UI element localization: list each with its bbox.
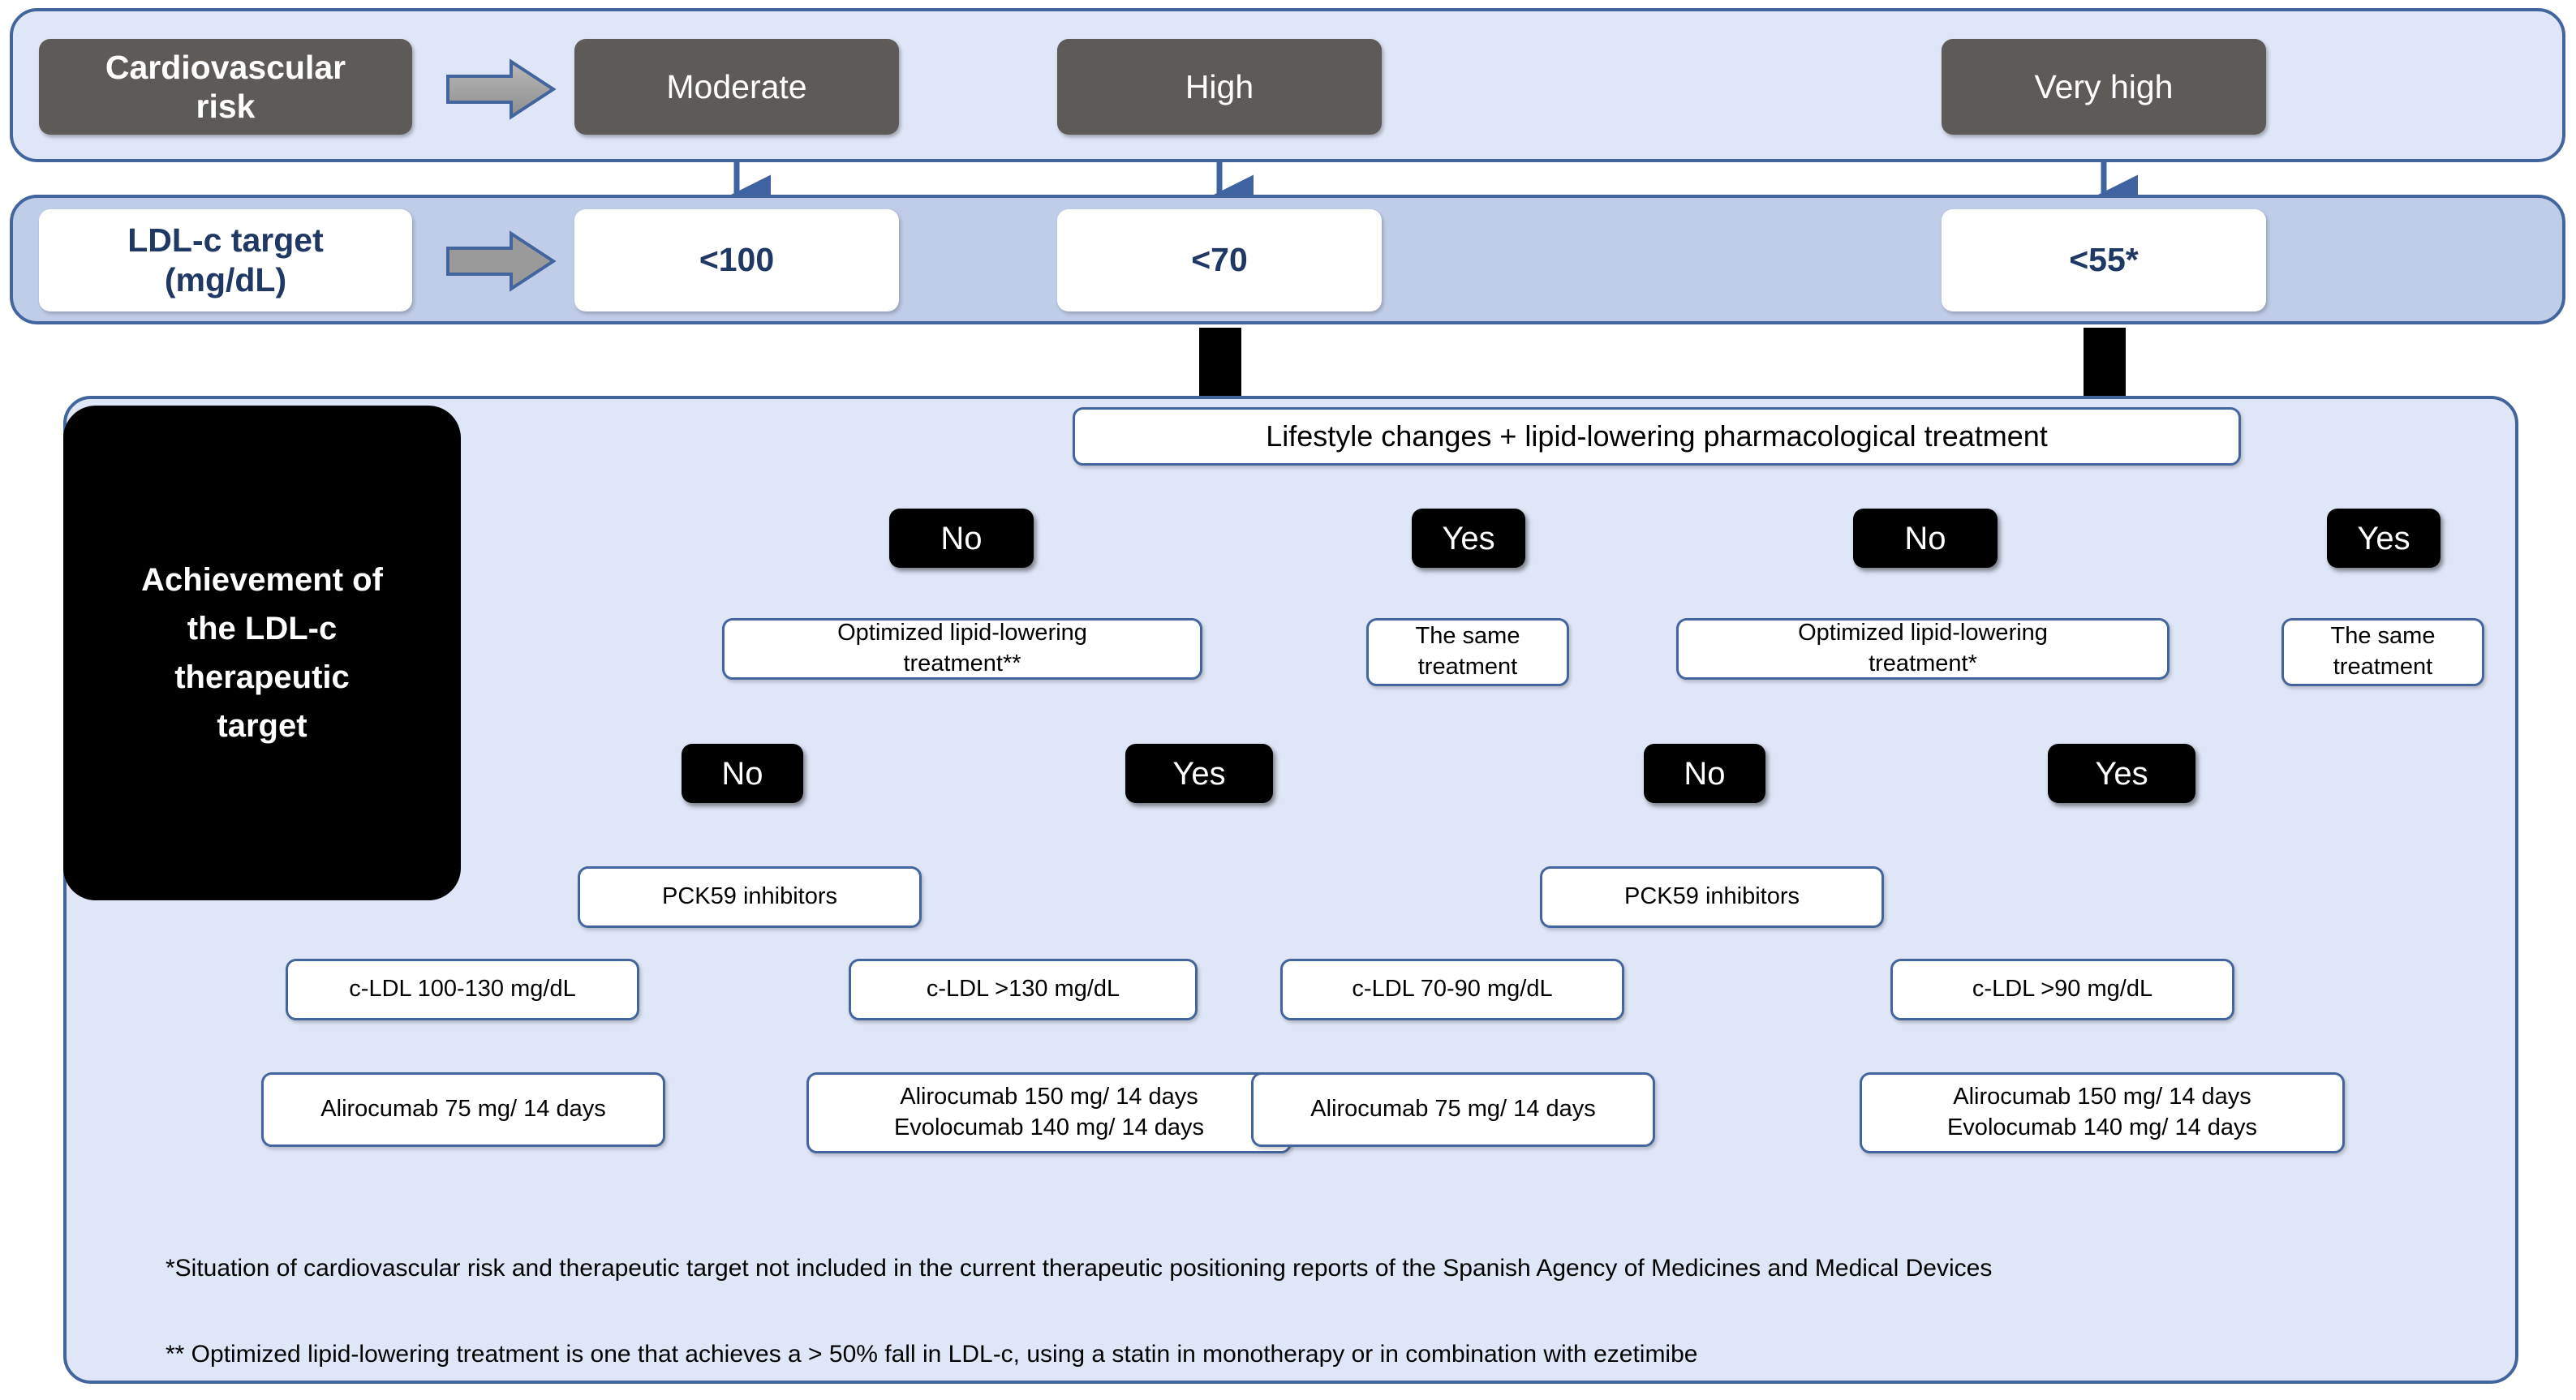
high-drug-high-line2: Evolocumab 140 mg/ 14 days	[893, 1114, 1205, 1140]
risk-label-line2: risk	[196, 88, 256, 125]
high-pck59-box: PCK59 inhibitors	[578, 866, 922, 928]
high-branch-answer-no-1[interactable]: No	[889, 509, 1034, 568]
ldl-target-moderate[interactable]: <100	[574, 209, 899, 311]
ldl-target-high[interactable]: <70	[1057, 209, 1382, 311]
high-drug-low-box: Alirocumab 75 mg/ 14 days	[261, 1072, 665, 1147]
veryhigh-drug-high-box: Alirocumab 150 mg/ 14 days Evolocumab 14…	[1860, 1072, 2345, 1153]
achievement-decision-box: Achievement of the LDL-c therapeutic tar…	[63, 406, 461, 900]
high-branch-answer-yes-2[interactable]: Yes	[1125, 744, 1273, 803]
veryhigh-optimized-line1: Optimized lipid-lowering	[1798, 620, 2048, 646]
veryhigh-optimized-line2: treatment*	[1869, 651, 1977, 676]
risk-level-high[interactable]: High	[1057, 39, 1382, 135]
veryhigh-yes1-label: Yes	[2357, 520, 2410, 556]
risk-level-high-label: High	[1185, 67, 1254, 105]
high-same-line2: treatment	[1417, 654, 1518, 680]
right-block-arrow-ldl	[446, 230, 557, 292]
footnote-double-asterisk: ** Optimized lipid-lowering treatment is…	[166, 1337, 2291, 1372]
high-cldl-high-box: c-LDL >130 mg/dL	[849, 959, 1198, 1020]
high-yes2-label: Yes	[1172, 755, 1226, 792]
achievement-line2: the LDL-c	[187, 611, 338, 646]
cardiovascular-risk-label: Cardiovascular risk	[39, 39, 412, 135]
high-no1-label: No	[940, 520, 983, 556]
risk-level-moderate-label: Moderate	[666, 67, 807, 105]
veryhigh-branch-answer-no-1[interactable]: No	[1853, 509, 1998, 568]
veryhigh-cldl-low-box: c-LDL 70-90 mg/dL	[1280, 959, 1624, 1020]
footnote2-text: ** Optimized lipid-lowering treatment is…	[166, 1341, 1698, 1368]
ldl-label-line1: LDL-c target	[127, 221, 324, 259]
achievement-line1: Achievement of	[141, 562, 383, 598]
ldl-target-high-value: <70	[1191, 241, 1248, 279]
risk-level-moderate[interactable]: Moderate	[574, 39, 899, 135]
veryhigh-same-line2: treatment	[2333, 654, 2433, 680]
high-pck59-label: PCK59 inhibitors	[662, 883, 837, 910]
footnote1-line2: and Medical Devices	[1767, 1255, 1993, 1282]
ldl-label-line2: (mg/dL)	[164, 261, 287, 298]
high-branch-answer-no-2[interactable]: No	[682, 744, 803, 803]
veryhigh-branch-answer-yes-1[interactable]: Yes	[2327, 509, 2441, 568]
high-drug-high-line1: Alirocumab 150 mg/ 14 days	[900, 1084, 1198, 1110]
veryhigh-no2-label: No	[1684, 755, 1726, 792]
ldl-target-moderate-value: <100	[699, 241, 775, 279]
ldl-target-label: LDL-c target (mg/dL)	[39, 209, 412, 311]
risk-level-very-high-label: Very high	[2034, 67, 2174, 105]
high-cldl-low-label: c-LDL 100-130 mg/dL	[349, 976, 576, 1003]
lifestyle-changes-box: Lifestyle changes + lipid-lowering pharm…	[1073, 407, 2241, 466]
veryhigh-branch-answer-no-2[interactable]: No	[1644, 744, 1765, 803]
ldl-target-very-high-value: <55*	[2069, 241, 2139, 279]
high-drug-low-label: Alirocumab 75 mg/ 14 days	[320, 1096, 606, 1123]
ldl-target-very-high[interactable]: <55*	[1942, 209, 2266, 311]
algorithm-panel	[63, 396, 2518, 1384]
veryhigh-drug-high-line2: Evolocumab 140 mg/ 14 days	[1946, 1114, 2258, 1140]
veryhigh-cldl-low-label: c-LDL 70-90 mg/dL	[1352, 976, 1553, 1003]
veryhigh-same-line1: The same	[2330, 623, 2436, 650]
footnote1-line1: *Situation of cardiovascular risk and th…	[166, 1255, 1761, 1282]
right-block-arrow-risk	[446, 58, 557, 120]
high-optimized-treatment-box: Optimized lipid-lowering treatment**	[722, 618, 1202, 680]
achievement-line3: therapeutic	[174, 659, 350, 695]
veryhigh-optimized-treatment-box: Optimized lipid-lowering treatment*	[1676, 618, 2170, 680]
veryhigh-same-treatment-box: The same treatment	[2281, 618, 2484, 686]
high-optimized-line1: Optimized lipid-lowering	[837, 620, 1087, 646]
high-same-treatment-box: The same treatment	[1366, 618, 1569, 686]
high-optimized-line2: treatment**	[903, 651, 1021, 676]
veryhigh-yes2-label: Yes	[2095, 755, 2148, 792]
risk-label-line1: Cardiovascular	[105, 48, 346, 86]
risk-level-very-high[interactable]: Very high	[1942, 39, 2266, 135]
high-same-line1: The same	[1415, 623, 1520, 650]
veryhigh-cldl-high-label: c-LDL >90 mg/dL	[1972, 976, 2153, 1003]
achievement-line4: target	[217, 708, 307, 744]
veryhigh-pck59-label: PCK59 inhibitors	[1624, 883, 1800, 910]
veryhigh-branch-answer-yes-2[interactable]: Yes	[2048, 744, 2195, 803]
high-cldl-high-label: c-LDL >130 mg/dL	[926, 976, 1120, 1003]
footnote-single-asterisk: *Situation of cardiovascular risk and th…	[166, 1251, 2291, 1286]
high-no2-label: No	[721, 755, 763, 792]
veryhigh-cldl-high-box: c-LDL >90 mg/dL	[1890, 959, 2234, 1020]
veryhigh-drug-low-label: Alirocumab 75 mg/ 14 days	[1310, 1096, 1596, 1123]
lifestyle-changes-label: Lifestyle changes + lipid-lowering pharm…	[1266, 419, 2048, 453]
high-branch-answer-yes-1[interactable]: Yes	[1412, 509, 1525, 568]
high-drug-high-box: Alirocumab 150 mg/ 14 days Evolocumab 14…	[806, 1072, 1292, 1153]
veryhigh-no1-label: No	[1904, 520, 1946, 556]
high-yes1-label: Yes	[1442, 520, 1495, 556]
veryhigh-drug-high-line1: Alirocumab 150 mg/ 14 days	[1953, 1084, 2251, 1110]
veryhigh-pck59-box: PCK59 inhibitors	[1540, 866, 1884, 928]
high-cldl-low-box: c-LDL 100-130 mg/dL	[286, 959, 639, 1020]
veryhigh-drug-low-box: Alirocumab 75 mg/ 14 days	[1251, 1072, 1655, 1147]
